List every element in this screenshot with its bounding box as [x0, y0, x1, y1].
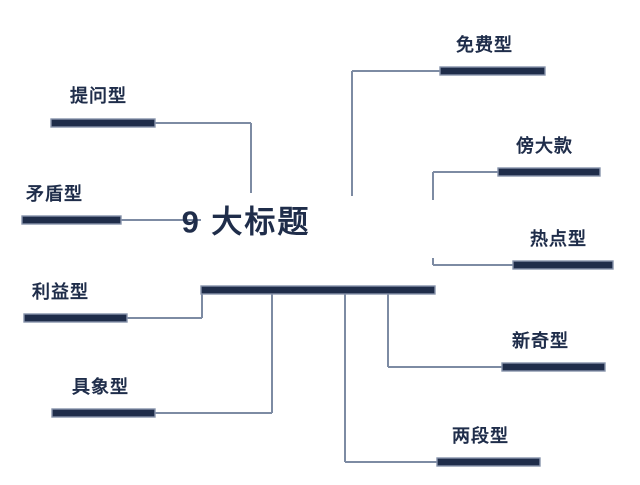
- node-bar-liangduanxing[interactable]: [436, 457, 541, 467]
- branch-label-xinqixing[interactable]: 新奇型: [512, 331, 569, 351]
- node-bar-mianfeixing[interactable]: [439, 66, 546, 76]
- branch-label-redianxing[interactable]: 热点型: [530, 229, 587, 249]
- node-bars: [21, 66, 614, 467]
- node-bar-xinqixing[interactable]: [501, 362, 606, 372]
- branch-label-mianfeixing[interactable]: 免费型: [456, 35, 513, 55]
- branch-label-lyixing[interactable]: 利益型: [32, 282, 89, 302]
- node-bar-juxiangxing[interactable]: [51, 408, 156, 418]
- node-bar-redianxing[interactable]: [512, 260, 614, 270]
- branch-label-maodunxing[interactable]: 矛盾型: [26, 184, 83, 204]
- branch-label-tiwenxing[interactable]: 提问型: [70, 86, 127, 106]
- node-bar-maodunxing[interactable]: [21, 215, 122, 225]
- node-bar-lyixing[interactable]: [23, 313, 128, 323]
- branch-label-bangdakuan[interactable]: 傍大款: [516, 136, 573, 156]
- branch-label-liangduanxing[interactable]: 两段型: [452, 426, 509, 446]
- branch-label-juxiangxing[interactable]: 具象型: [72, 377, 129, 397]
- node-bar-bangdakuan[interactable]: [497, 167, 601, 177]
- center-spine-bar[interactable]: [200, 285, 436, 295]
- thin-connectors: [121, 70, 513, 463]
- center-title: 9 大标题: [181, 204, 311, 240]
- node-bar-tiwenxing[interactable]: [50, 118, 156, 128]
